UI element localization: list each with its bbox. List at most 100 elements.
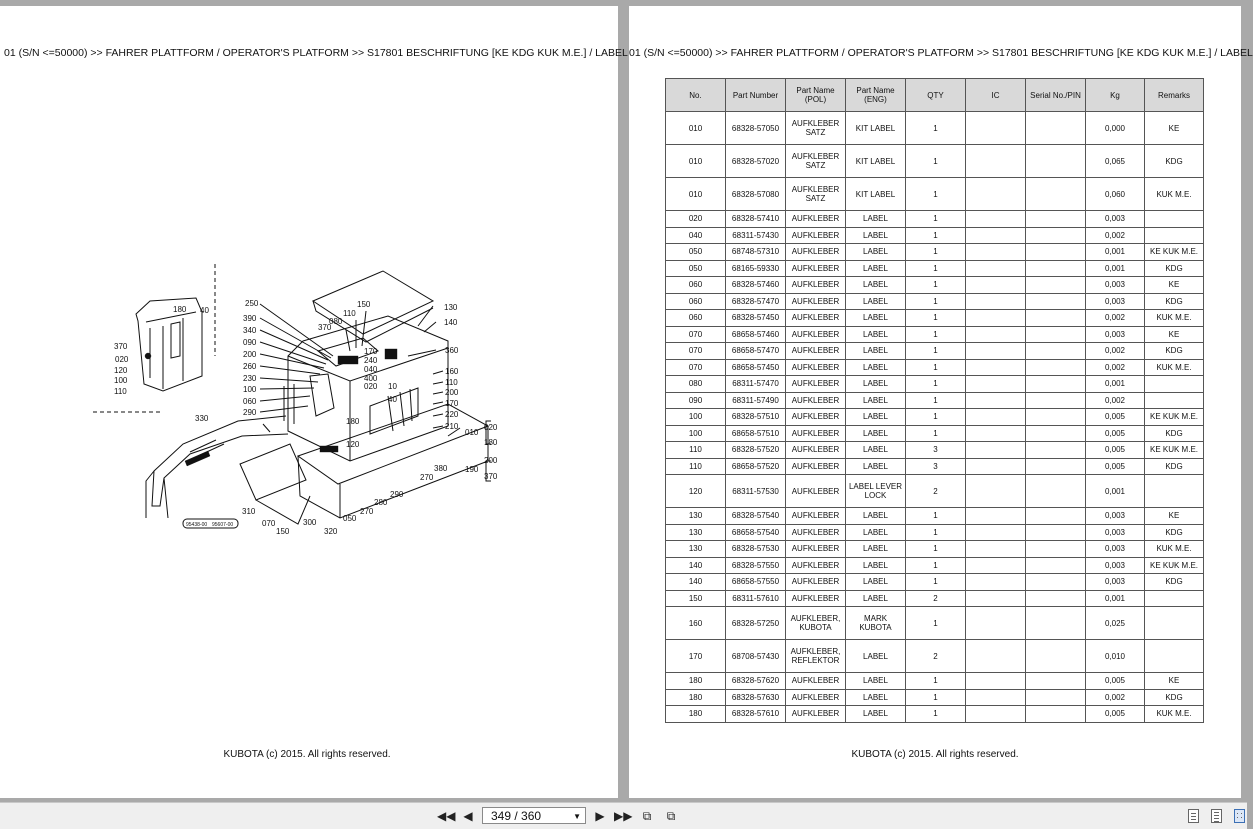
table-cell (1025, 688, 1086, 706)
left-page: 01 (S/N <=50000) >> FAHRER PLATTFORM / O… (0, 6, 628, 798)
table-cell (965, 424, 1026, 442)
table-cell (1144, 226, 1204, 244)
table-cell: LABEL (845, 540, 906, 558)
previous-page-icon[interactable]: ◀ (463, 809, 473, 823)
table-cell (965, 358, 1026, 376)
table-cell: MARK KUBOTA (845, 606, 906, 640)
single-page-view-icon[interactable] (1188, 809, 1199, 823)
forward-view-icon[interactable]: ⧉ (666, 809, 676, 823)
table-cell: AUFKLEBER (785, 573, 846, 591)
table-cell (1025, 342, 1086, 360)
table-cell: LABEL (845, 523, 906, 541)
table-cell (1144, 589, 1204, 607)
table-cell: 100 (665, 408, 726, 426)
table-cell: AUFKLEBER (785, 507, 846, 525)
next-page-icon[interactable]: ▶ (595, 809, 605, 823)
table-cell: 0,003 (1085, 523, 1145, 541)
svg-text:330: 330 (195, 414, 209, 423)
table-cell: AUFKLEBER (785, 259, 846, 277)
table-cell: 140 (665, 556, 726, 574)
table-cell: 0,003 (1085, 325, 1145, 343)
table-cell: 1 (905, 507, 966, 525)
table-cell: 68658-57550 (725, 573, 786, 591)
table-cell: 1 (905, 408, 966, 426)
table-cell (1025, 358, 1086, 376)
table-cell: LABEL (845, 259, 906, 277)
table-cell: AUFKLEBER (785, 358, 846, 376)
table-cell: AUFKLEBER (785, 391, 846, 409)
table-cell: 68328-57450 (725, 309, 786, 327)
table-cell (965, 292, 1026, 310)
table-cell: 110 (665, 457, 726, 475)
svg-text:190: 190 (465, 465, 479, 474)
table-cell (1025, 639, 1086, 673)
svg-text:110: 110 (343, 309, 356, 318)
table-cell: 68328-57630 (725, 688, 786, 706)
table-cell: 1 (905, 705, 966, 723)
table-cell: KUK M.E. (1144, 358, 1204, 376)
svg-text:120: 120 (346, 440, 360, 449)
table-cell (965, 556, 1026, 574)
page-number-select[interactable]: 349 / 360 ▼ (482, 807, 586, 824)
table-cell (1025, 111, 1086, 145)
table-cell: AUFKLEBER (785, 210, 846, 228)
page-footer: KUBOTA (c) 2015. All rights reserved. (223, 749, 391, 760)
back-view-icon[interactable]: ⧉ (642, 809, 652, 823)
table-cell: 010 (665, 111, 726, 145)
last-page-icon[interactable]: ▶▶ (614, 809, 633, 823)
table-cell: LABEL (845, 441, 906, 459)
table-cell: 0,005 (1085, 672, 1145, 690)
first-page-icon[interactable]: ◀◀ (437, 809, 456, 823)
table-cell: AUFKLEBER (785, 243, 846, 261)
table-cell (965, 144, 1026, 178)
table-cell: 2 (905, 589, 966, 607)
table-cell: LABEL (845, 639, 906, 673)
table-cell: 0,001 (1085, 259, 1145, 277)
svg-text:140: 140 (444, 318, 458, 327)
svg-text:95438-00: 95438-00 (186, 522, 207, 528)
table-cell: 1 (905, 540, 966, 558)
table-cell: 0,000 (1085, 111, 1145, 145)
table-cell (1025, 243, 1086, 261)
svg-text:020: 020 (115, 355, 129, 364)
column-header: No. (665, 78, 726, 112)
table-cell: 130 (665, 540, 726, 558)
table-cell: KE (1144, 325, 1204, 343)
table-cell: LABEL (845, 325, 906, 343)
table-cell (965, 457, 1026, 475)
table-cell (1025, 424, 1086, 442)
svg-text:310: 310 (242, 507, 256, 516)
continuous-view-icon[interactable] (1211, 809, 1222, 823)
table-cell: LABEL (845, 457, 906, 475)
table-cell: AUFKLEBER SATZ (785, 144, 846, 178)
table-cell (965, 408, 1026, 426)
table-cell: 68328-57020 (725, 144, 786, 178)
table-cell: 1 (905, 111, 966, 145)
exploded-parts-diagram: 180 40 370 020 120 100 110 250 390 340 0… (93, 264, 498, 536)
facing-pages-view-icon[interactable] (1234, 809, 1245, 823)
column-header: QTY (905, 78, 966, 112)
table-cell: AUFKLEBER (785, 589, 846, 607)
table-cell: 68328-57540 (725, 507, 786, 525)
table-cell (965, 639, 1026, 673)
table-cell: 1 (905, 210, 966, 228)
table-cell: AUFKLEBER (785, 441, 846, 459)
table-cell (1144, 210, 1204, 228)
column-header: Kg (1085, 78, 1145, 112)
svg-text:100: 100 (114, 376, 128, 385)
table-cell: 0,003 (1085, 210, 1145, 228)
table-cell: 060 (665, 292, 726, 310)
table-cell (1025, 523, 1086, 541)
table-cell: KIT LABEL (845, 177, 906, 211)
table-cell: 070 (665, 342, 726, 360)
table-cell: 68311-57530 (725, 474, 786, 508)
table-cell (965, 606, 1026, 640)
